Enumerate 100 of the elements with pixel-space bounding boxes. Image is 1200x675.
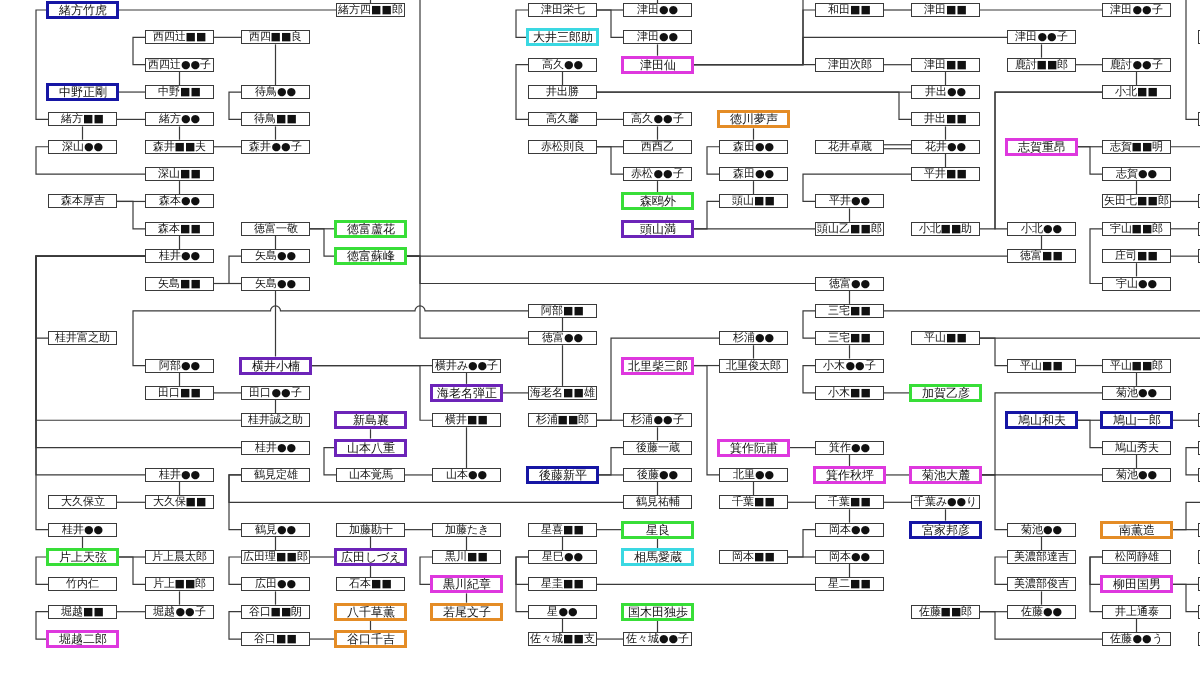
name-box: 待鳥■■: [241, 112, 310, 127]
name-box: 徳富蘆花: [334, 219, 407, 238]
name-box: 横井■■: [432, 413, 501, 428]
name-box: 赤松則良: [528, 139, 597, 154]
name-box: 星巳●●: [528, 550, 597, 564]
name-box: 山本●●: [432, 467, 501, 482]
name-box: 広田●●: [241, 577, 310, 592]
name-box: 北里柴三郎: [621, 356, 694, 375]
name-box: 岡本●●: [815, 550, 884, 564]
name-box: 高久馨: [528, 112, 597, 127]
name-box: 大井三郎助: [526, 28, 599, 47]
connector-line: [228, 91, 242, 120]
name-box: 矢島■■: [145, 276, 214, 291]
connector-line: [323, 447, 337, 476]
name-box: 矢田七■■郎: [1102, 194, 1171, 209]
connector-line: [1077, 146, 1103, 175]
connector-line: [883, 501, 912, 503]
name-box: 黒川■■: [432, 550, 501, 564]
name-box: 志賀■■明: [1102, 139, 1171, 154]
name-box: 新島襄: [334, 411, 407, 430]
connector-line: [502, 392, 529, 394]
connector-line: [35, 146, 146, 175]
name-box: 森本●●: [145, 194, 214, 209]
name-box: 志賀重昂: [1005, 137, 1078, 156]
name-box: 徳富一敬: [241, 221, 310, 236]
name-box: 徳川夢声: [717, 110, 790, 129]
connector-line: [596, 9, 624, 38]
name-box: 佐々城●●子: [623, 632, 692, 647]
connector-line: [118, 9, 337, 11]
connector-line: [311, 364, 433, 421]
name-box: 井出●●: [911, 85, 980, 100]
connector-line: [883, 64, 912, 66]
name-box: 津田仙: [621, 55, 694, 74]
connector-line: [1075, 64, 1103, 66]
name-box: 阿部●●: [145, 358, 214, 373]
name-box: 大久保■■: [145, 495, 214, 510]
name-box: 徳富■■: [1007, 249, 1076, 264]
name-box: 美濃部達吉: [1007, 550, 1076, 564]
name-box: 鳩山一郎: [1100, 411, 1173, 430]
connector-line: [369, 0, 372, 4]
name-box: 菊池大麓: [909, 465, 982, 484]
connector-line: [789, 447, 816, 449]
connector-line: [802, 173, 912, 203]
name-box: 佐藤■■郎: [911, 604, 980, 619]
name-box: 小木●●子: [815, 358, 884, 373]
name-box: 星●●: [528, 604, 597, 619]
connector-line: [1185, 0, 1199, 120]
name-box: 鹿討●●子: [1102, 57, 1171, 72]
connector-line: [979, 9, 1103, 11]
name-box: 志賀●●: [1102, 167, 1171, 182]
connector-line: [35, 255, 146, 531]
name-box: 後藤●●: [623, 467, 692, 482]
connector-line: [35, 611, 49, 640]
connector-line: [598, 474, 624, 476]
connector-line: [979, 611, 1103, 640]
name-box: 森田●●: [719, 139, 788, 154]
name-box: 広田理■■郎: [241, 550, 310, 564]
name-box: 岡本●●: [815, 522, 884, 537]
name-box: 鶴見●●: [241, 522, 310, 537]
name-box: 海老名■■雄: [528, 385, 597, 400]
name-box: 三宅■■: [815, 331, 884, 346]
name-box: 鹿討■■郎: [1007, 57, 1076, 72]
name-box: 西四辻■■: [145, 30, 214, 45]
name-box: 星圭■■: [528, 577, 597, 592]
name-box: 津田次郎: [815, 57, 884, 72]
name-box: 石本■■: [336, 577, 405, 592]
name-box: 森井■■夫: [145, 139, 214, 154]
name-box: 平山■■郎: [1102, 358, 1171, 373]
connector-line: [1075, 364, 1103, 367]
name-box: 佐々城■■支: [528, 632, 597, 647]
name-box: 小木■■: [815, 385, 884, 400]
name-box: 高久●●: [528, 57, 597, 72]
name-box: 谷口■■: [241, 632, 310, 647]
name-box: 菊池●●: [1102, 385, 1171, 400]
name-box: 津田●●子: [1007, 30, 1076, 45]
connector-line: [116, 200, 146, 230]
connector-line: [1170, 146, 1200, 148]
name-box: 杉浦●●: [719, 331, 788, 346]
name-box: 田口●●子: [241, 385, 310, 400]
name-box: 高久●●子: [623, 112, 692, 127]
name-box: 八千草薫: [334, 602, 407, 621]
name-box: 井上通泰: [1102, 604, 1171, 619]
name-box: 千葉み●●り: [911, 495, 980, 510]
name-box: 岡本■■: [719, 550, 788, 564]
name-box: 森本厚吉: [48, 194, 117, 209]
name-box: 星二■■: [815, 577, 884, 592]
connector-line: [406, 0, 421, 257]
name-box: 千葉■■: [815, 495, 884, 510]
name-box: 阿部■■: [528, 303, 597, 318]
name-box: 津田●●: [623, 30, 692, 45]
connector-line: [802, 310, 816, 339]
name-box: 横井小楠: [239, 356, 312, 375]
name-box: 杉浦■■郎: [528, 413, 597, 428]
name-box: 横井み●●子: [432, 358, 501, 373]
name-box: 西四辻●●子: [145, 57, 214, 72]
name-box: 山本八重: [334, 438, 407, 457]
connector-line: [213, 146, 242, 148]
connector-line: [1089, 556, 1103, 613]
name-box: 小北■■: [1102, 85, 1171, 100]
connector-line: [596, 118, 624, 120]
